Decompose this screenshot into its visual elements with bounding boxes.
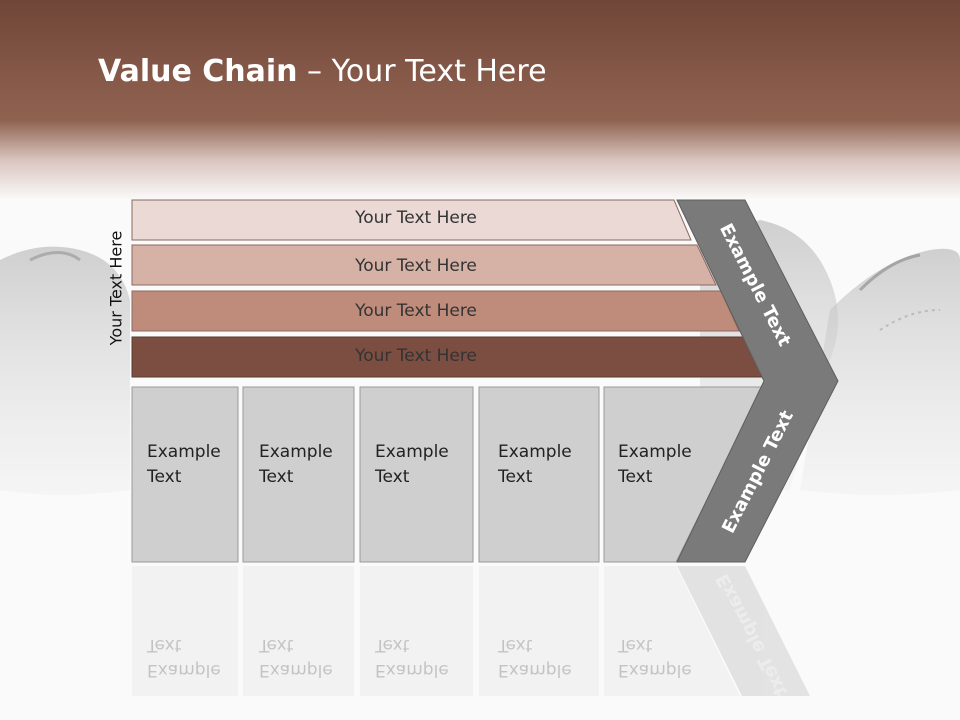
header-band: Value Chain – Your Text Here: [0, 0, 960, 200]
cell-2-label: Example Text: [259, 442, 333, 487]
cell-1: [131, 386, 239, 563]
cell-4-label: Example Text: [498, 442, 572, 487]
cell-3-label: Example Text: [375, 442, 449, 487]
cell-2: [242, 386, 355, 563]
cell-4: [478, 386, 600, 563]
bar-3: [131, 290, 740, 332]
cell-1-label: Example Text: [147, 442, 221, 487]
cell-5: [603, 386, 764, 563]
cell-1-reflection: Example Text: [147, 635, 221, 680]
bar-2: [131, 244, 717, 286]
cell-3: [359, 386, 474, 563]
cell-5-reflection: Example Text: [618, 635, 692, 680]
cell-3-reflection: Example Text: [375, 635, 449, 680]
slide-title: Value Chain – Your Text Here: [98, 54, 547, 89]
reflection-group: [132, 566, 810, 696]
bar-4-label: Your Text Here: [355, 346, 477, 366]
bar-1-label: Your Text Here: [355, 208, 477, 228]
bar-1: [131, 199, 692, 241]
bar-3-label: Your Text Here: [355, 301, 477, 321]
cell-2-reflection: Example Text: [259, 635, 333, 680]
bar-2-label: Your Text Here: [355, 256, 477, 276]
cell-5-label: Example Text: [618, 442, 692, 487]
chevron-arrow: [676, 199, 839, 563]
cell-4-reflection: Example Text: [498, 635, 572, 680]
